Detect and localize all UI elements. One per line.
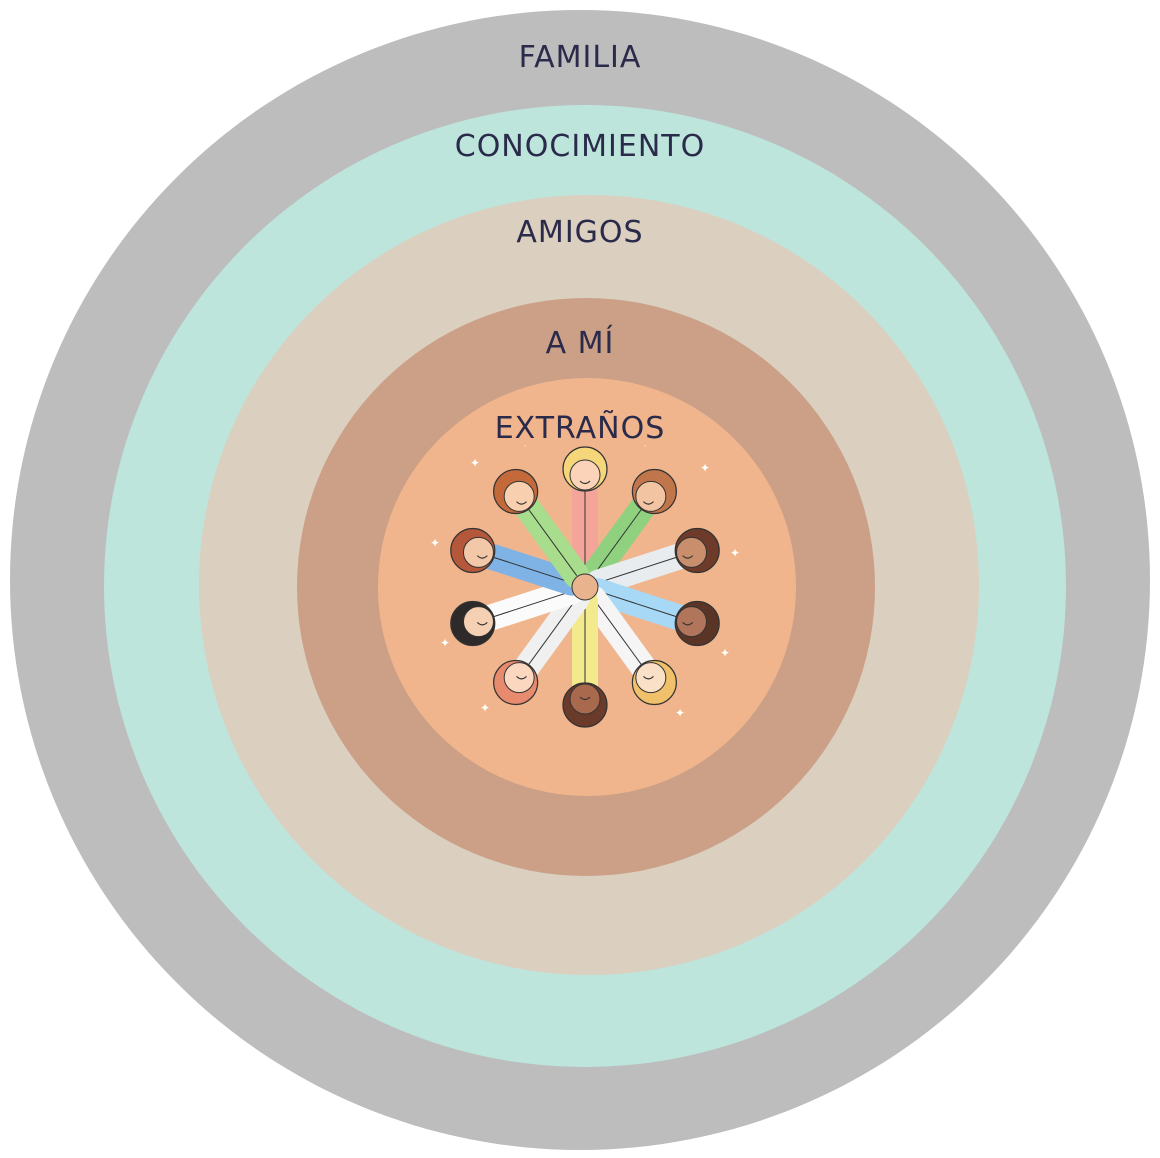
sparkle-icon: ✦	[700, 461, 710, 475]
person-figure	[450, 578, 585, 647]
person-face	[569, 459, 601, 491]
person-figure	[562, 588, 608, 728]
person-figure	[580, 468, 677, 589]
person-face	[462, 536, 494, 568]
person-figure	[493, 468, 590, 589]
person-face	[635, 480, 667, 512]
person-smile	[476, 621, 488, 626]
person-arm-outline	[598, 590, 679, 618]
sparkle-icon: ✦	[675, 706, 685, 720]
person-figure	[585, 578, 720, 647]
person-smile	[579, 480, 591, 485]
sparkle-icon: ✦	[430, 536, 440, 550]
person-arm-outline	[526, 507, 578, 576]
person-figure	[585, 527, 720, 596]
sparkle-icon: ✦	[480, 701, 490, 715]
sparkle-icon: ✦	[720, 646, 730, 660]
sparkle-icon: ✦	[640, 445, 650, 450]
person-arm-outline	[526, 598, 578, 667]
label-amigos: AMIGOS	[516, 215, 644, 250]
label-extranos: EXTRAÑOS	[494, 411, 666, 446]
person-arm-outline	[491, 556, 572, 584]
person-arm-outline	[598, 556, 679, 584]
people-circle-hands-icon: ✦ ✦ ✦ ✦ ✦ ✦ ✦ ✦ ✦ ✦	[430, 445, 740, 728]
person-smile	[682, 621, 694, 626]
person-smile	[643, 675, 654, 680]
person-face	[503, 480, 535, 512]
person-arm-outline	[491, 590, 572, 618]
people-group: ✦ ✦ ✦ ✦ ✦ ✦ ✦ ✦ ✦ ✦	[430, 445, 740, 728]
person-figure	[562, 446, 608, 586]
person-face	[635, 662, 667, 694]
label-a-mi: A MÍ	[545, 326, 615, 361]
person-face	[676, 536, 708, 568]
sparkle-icon: ✦	[470, 456, 480, 470]
person-figure	[450, 527, 585, 596]
person-face	[503, 662, 535, 694]
person-smile	[579, 696, 591, 701]
sparkle-icon: ✦	[440, 636, 450, 650]
sparkle-icon: ✦	[520, 445, 530, 450]
sparkle-icon: ✦	[730, 546, 740, 560]
person-smile	[682, 555, 694, 559]
person-face	[676, 606, 708, 638]
person-figure	[580, 585, 677, 706]
person-arm-outline	[592, 507, 644, 576]
person-smile	[476, 555, 488, 559]
person-face	[462, 606, 494, 638]
person-figure	[493, 585, 590, 706]
person-smile	[643, 501, 654, 505]
label-conocimiento: CONOCIMIENTO	[454, 129, 706, 164]
joined-hands	[571, 573, 599, 601]
person-arm-outline	[592, 598, 644, 667]
label-familia: FAMILIA	[518, 40, 642, 75]
person-smile	[516, 501, 527, 505]
person-smile	[516, 675, 527, 680]
